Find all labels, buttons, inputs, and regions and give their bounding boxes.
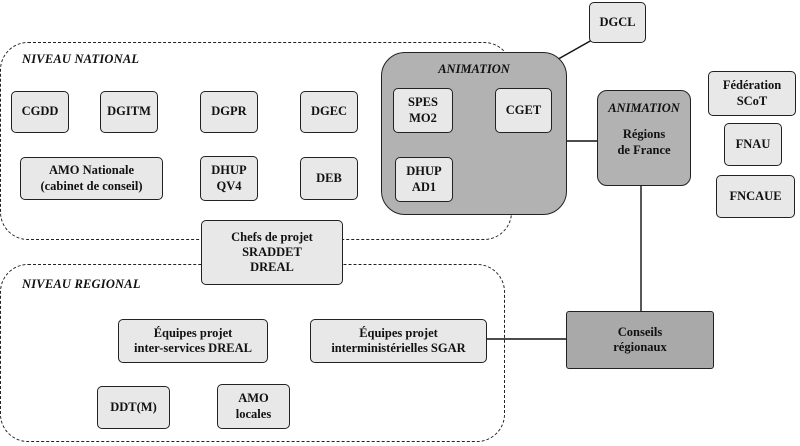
dhup-ad1-box: DHUP AD1 [395,157,453,202]
federation-scot-box: Fédération SCoT [708,71,796,116]
fncaue-box: FNCAUE [716,175,795,218]
regional-level-label: NIVEAU REGIONAL [22,277,141,291]
dgec-box: DGEC [300,91,358,133]
cgdd-box: CGDD [11,91,69,133]
national-level-label: NIVEAU NATIONAL [22,52,140,66]
animation-title: ANIMATION [438,62,510,76]
dgcl-box: DGCL [589,2,646,43]
amo-nationale-box: AMO Nationale (cabinet de conseil) [20,157,163,200]
dgitm-box: DGITM [100,91,158,133]
amo-locales-box: AMO locales [217,384,290,429]
cget-box: CGET [495,88,552,133]
chefs-de-projet-box: Chefs de projet SRADDET DREAL [201,220,343,285]
animation-group: ANIMATION [381,52,567,215]
equipes-dreal-box: Équipes projet inter-services DREAL [118,319,268,363]
spes-mo2-box: SPES MO2 [393,88,453,133]
conseils-regionaux-box: Conseils régionaux [566,311,714,369]
dhup-qv4-box: DHUP QV4 [200,156,258,201]
dgpr-box: DGPR [200,91,258,133]
equipes-sgar-box: Équipes projet interministérielles SGAR [310,319,487,363]
regions-de-france-group: ANIMATION [597,90,691,186]
regions-de-france-label: Régions de France [617,127,671,157]
ddtm-box: DDT(M) [97,386,170,429]
deb-box: DEB [300,157,358,200]
fnau-box: FNAU [724,123,782,166]
regions-animation-title: ANIMATION [608,101,680,115]
